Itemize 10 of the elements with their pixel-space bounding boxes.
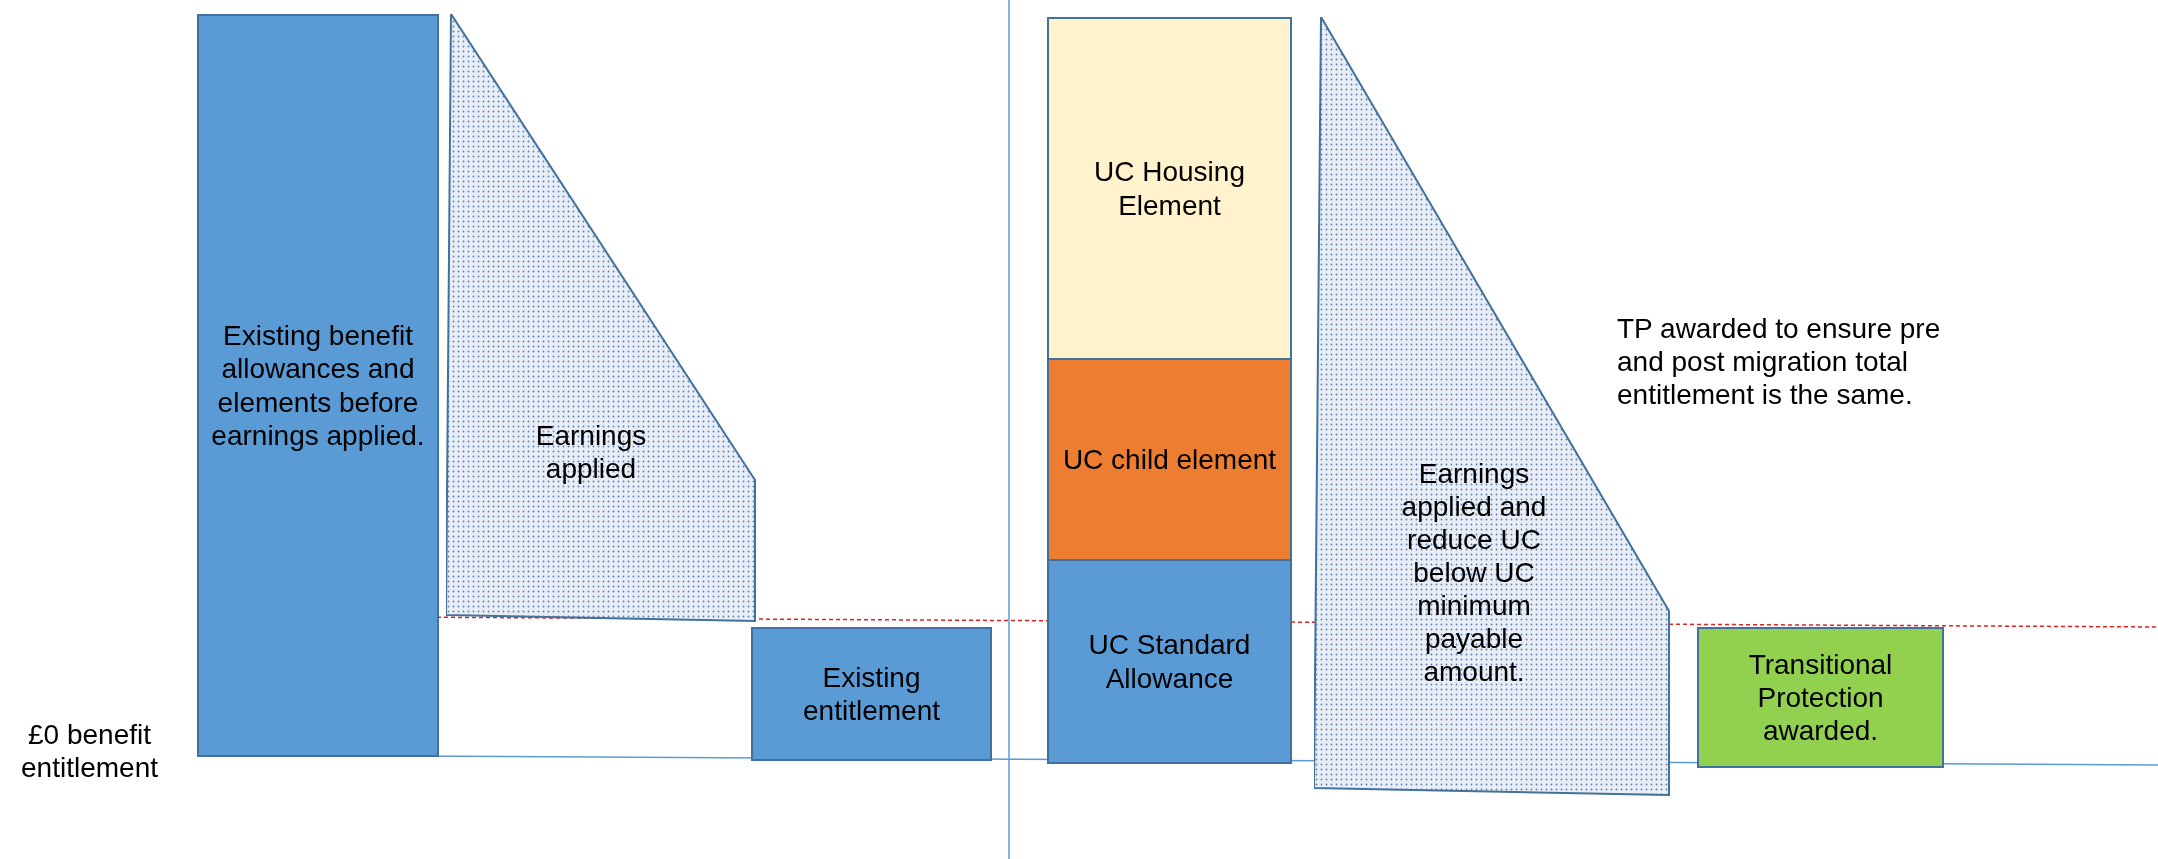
axis-label: £0 benefit entitlement — [20, 718, 159, 785]
protection-box: Transitional Protection awarded. — [1697, 627, 1944, 768]
benefit-bar: Existing benefit allowances and elements before earnings applied. — [197, 14, 439, 757]
entitlement-box: Existing entitlement — [751, 627, 992, 761]
housing-element-block: UC Housing Element — [1047, 17, 1292, 360]
shape-label: Earnings applied and reduce UC below UC minimum payable amount. — [1400, 457, 1548, 689]
child-element-block: UC child element — [1047, 358, 1292, 561]
note-text: TP awarded to ensure pre and post migration total entitlement is the same. — [1617, 312, 1942, 412]
standard-allowance-block: UC Standard Allowance — [1047, 559, 1292, 764]
shape-label: Earnings applied — [534, 419, 648, 486]
